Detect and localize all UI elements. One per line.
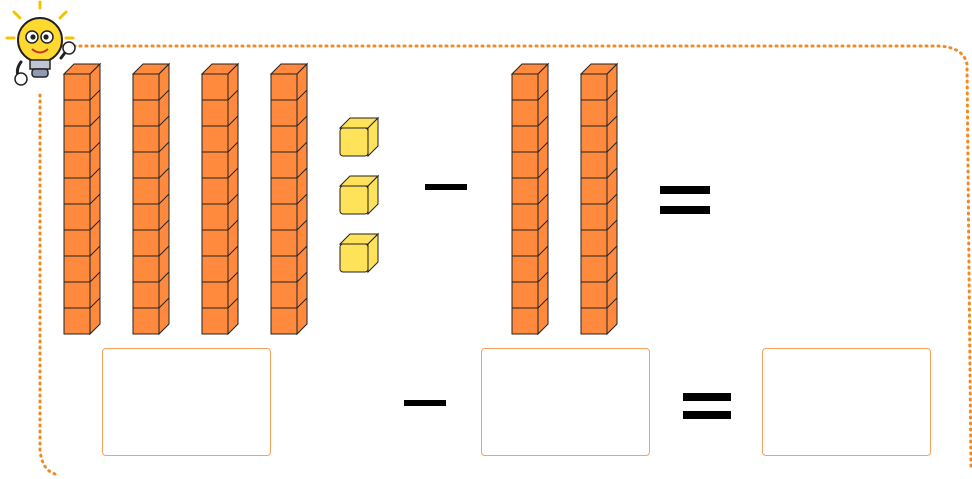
equals-sign-icon (683, 393, 731, 401)
one-cube-block (338, 174, 380, 216)
answer-box-subtrahend[interactable] (481, 348, 650, 456)
ten-rod-block (510, 62, 550, 336)
dotted-frame-border (38, 44, 972, 476)
one-cube-block (338, 116, 380, 158)
ten-rod-block (269, 62, 309, 336)
ten-rod-block (131, 62, 171, 336)
minus-sign-icon (425, 184, 467, 190)
ten-rod-block (200, 62, 240, 336)
ten-rod-block (579, 62, 619, 336)
minuend-blocks (62, 62, 380, 336)
ten-rod-block (62, 62, 102, 336)
equals-sign-icon (660, 186, 710, 194)
minus-sign-icon (404, 400, 446, 406)
equals-sign-icon (660, 206, 710, 214)
lightbulb-mascot-icon (5, 0, 76, 86)
subtrahend-blocks (510, 62, 619, 336)
answer-box-minuend[interactable] (102, 348, 271, 456)
one-cube-block (338, 232, 380, 274)
equals-sign-icon (683, 411, 731, 419)
answer-box-difference[interactable] (762, 348, 931, 456)
